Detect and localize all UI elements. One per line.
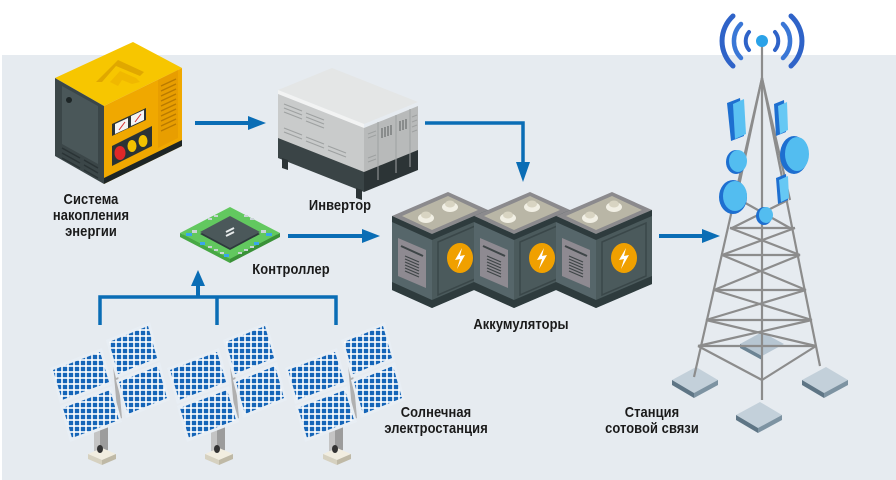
bus-solar-to-controller	[98, 270, 338, 325]
solar-label-line-1: Солнечная	[400, 404, 472, 421]
inverter-label: Инвертор	[293, 198, 388, 214]
storage-label-line-3: энергии	[65, 223, 117, 240]
solar-label: Солнечная электростанция	[384, 405, 487, 437]
arrow-inverter-to-batteries	[425, 121, 530, 182]
tower-label-line-1: Станция	[624, 404, 680, 421]
controller-label: Контроллер	[244, 262, 339, 278]
storage-label-line-2: накопления	[52, 207, 130, 224]
controller-chip-icon	[180, 207, 280, 263]
arrow-storage-to-inverter	[195, 116, 266, 130]
tower-label: Станция сотовой связи	[599, 405, 706, 437]
storage-label-line-1: Система	[63, 191, 119, 208]
tower-label-line-2: сотовой связи	[605, 420, 699, 437]
generator-icon	[55, 42, 182, 184]
arrow-batteries-to-tower	[659, 229, 720, 243]
arrow-controller-to-batteries	[288, 229, 380, 243]
inverter-cabinet-icon	[278, 68, 418, 200]
batteries-label-line-1: Аккумуляторы	[473, 316, 569, 333]
storage-label: Система накопления энергии	[40, 192, 141, 240]
solar-label-line-2: электростанция	[384, 420, 488, 437]
tower-antennas	[719, 98, 809, 225]
inverter-label-line-1: Инвертор	[308, 197, 372, 214]
batteries-label: Аккумуляторы	[464, 317, 578, 333]
tower-foundations	[672, 332, 848, 433]
signal-waves-icon	[719, 13, 805, 69]
controller-label-line-1: Контроллер	[252, 261, 330, 278]
